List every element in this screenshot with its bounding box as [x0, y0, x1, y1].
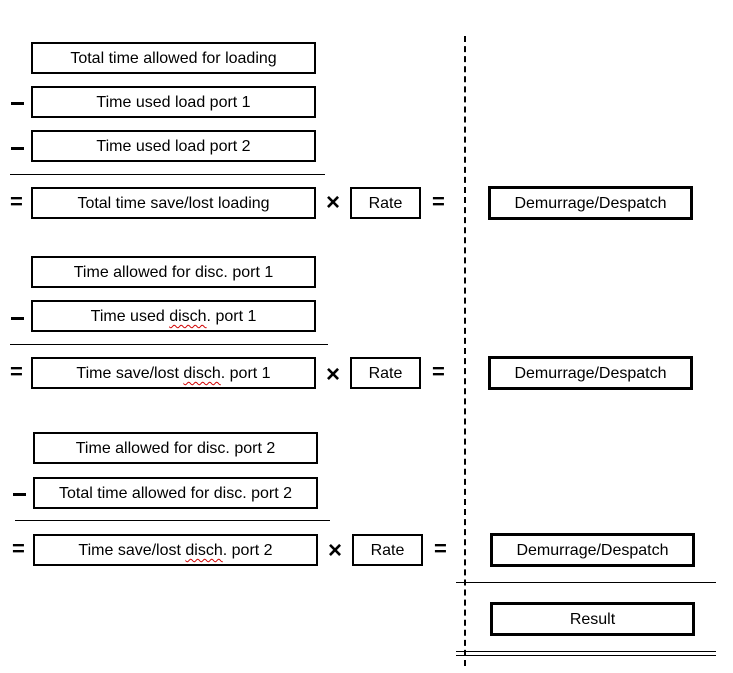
label-prefix: Time used: [90, 308, 170, 325]
label-prefix: Time save/lost: [78, 542, 186, 559]
time-save-lost-disch-port-2-box: Time save/lost disch. port 2: [33, 534, 318, 566]
time-used-load-port-1-label: Time used load port 1: [96, 94, 251, 111]
equals-operator: =: [10, 359, 23, 384]
time-used-load-port-2-label: Time used load port 2: [96, 138, 251, 155]
demurrage-despatch-box: Demurrage/Despatch: [488, 356, 693, 390]
sum-line: [15, 520, 330, 521]
time-allowed-disc-port-2-label: Time allowed for disc. port 2: [75, 440, 276, 457]
multiply-operator: ×: [328, 537, 343, 564]
rate-label: Rate: [368, 365, 403, 382]
demurrage-despatch-label: Demurrage/Despatch: [516, 542, 669, 559]
time-used-load-port-1-box: Time used load port 1: [31, 86, 316, 118]
total-time-save-lost-loading-box: Total time save/lost loading: [31, 187, 316, 219]
rate-box: Rate: [352, 534, 423, 566]
time-allowed-disc-port-2-box: Time allowed for disc. port 2: [33, 432, 318, 464]
time-used-disch-port-1-label: Time used disch. port 1: [91, 308, 257, 326]
time-used-load-port-2-box: Time used load port 2: [31, 130, 316, 162]
rate-box: Rate: [350, 357, 421, 389]
minus-operator: [11, 147, 24, 150]
total-time-allowed-loading-box: Total time allowed for loading: [31, 42, 316, 74]
demurrage-despatch-label: Demurrage/Despatch: [514, 365, 667, 382]
equals-operator: =: [10, 189, 23, 214]
time-used-disch-port-1-box: Time used disch. port 1: [31, 300, 316, 332]
multiply-operator: ×: [326, 189, 341, 216]
time-save-lost-disch-port-1-box: Time save/lost disch. port 1: [31, 357, 316, 389]
total-line: [456, 582, 716, 583]
time-save-lost-disch-port-1-label: Time save/lost disch. port 1: [76, 365, 270, 383]
minus-operator: [11, 317, 24, 320]
spellcheck-word: disch: [185, 542, 223, 559]
rate-box: Rate: [350, 187, 421, 219]
rate-label: Rate: [370, 542, 405, 559]
equals-operator: =: [432, 189, 445, 214]
minus-operator: [11, 102, 24, 105]
demurrage-despatch-box: Demurrage/Despatch: [490, 533, 695, 567]
label-prefix: Time save/lost: [76, 365, 184, 382]
sum-line: [10, 174, 325, 175]
double-underline: [456, 651, 716, 656]
equals-operator: =: [432, 359, 445, 384]
minus-operator: [13, 493, 26, 496]
sum-line: [10, 344, 328, 345]
result-label: Result: [569, 611, 616, 628]
total-time-allowed-disc-port-2-box: Total time allowed for disc. port 2: [33, 477, 318, 509]
label-suffix: . port 1: [206, 308, 257, 325]
label-suffix: . port 2: [222, 542, 273, 559]
rate-label: Rate: [368, 195, 403, 212]
demurrage-despatch-label: Demurrage/Despatch: [514, 195, 667, 212]
label-suffix: . port 1: [220, 365, 271, 382]
spellcheck-word: disch: [183, 365, 221, 382]
spellcheck-word: disch: [169, 308, 207, 325]
equals-operator: =: [12, 536, 25, 561]
multiply-operator: ×: [326, 361, 341, 388]
time-allowed-disc-port-1-label: Time allowed for disc. port 1: [73, 264, 274, 281]
equals-operator: =: [434, 536, 447, 561]
demurrage-despatch-box: Demurrage/Despatch: [488, 186, 693, 220]
time-save-lost-disch-port-2-label: Time save/lost disch. port 2: [78, 542, 272, 560]
result-box: Result: [490, 602, 695, 636]
total-time-allowed-disc-port-2-label: Total time allowed for disc. port 2: [59, 485, 292, 502]
time-allowed-disc-port-1-box: Time allowed for disc. port 1: [31, 256, 316, 288]
total-time-save-lost-loading-label: Total time save/lost loading: [77, 195, 270, 212]
total-time-allowed-loading-label: Total time allowed for loading: [70, 50, 277, 67]
column-divider: [464, 36, 466, 666]
